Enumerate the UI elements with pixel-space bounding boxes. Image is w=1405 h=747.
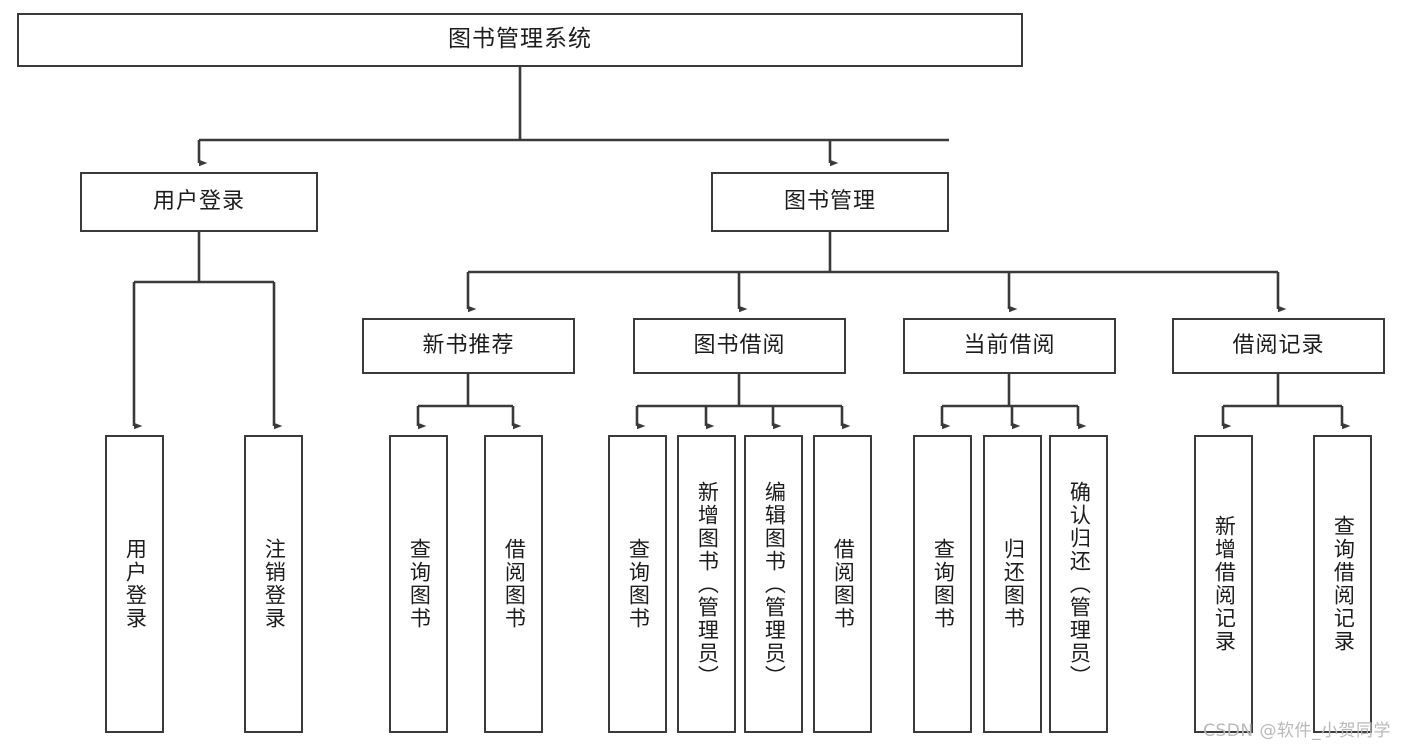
node-label: 查询图书 [407, 538, 432, 630]
node-leaf-add-book-admin[interactable]: 新增图书（管理员） [677, 435, 736, 733]
node-leaf-logout[interactable]: 注销登录 [244, 435, 303, 733]
node-leaf-borrow-books-recommend[interactable]: 借阅图书 [484, 435, 543, 733]
node-label: 借阅图书 [502, 538, 527, 630]
node-label: 归还图书 [1001, 538, 1026, 630]
node-root-system[interactable]: 图书管理系统 [17, 13, 1023, 67]
node-label: 查询借阅记录 [1331, 515, 1356, 653]
node-label: 确认归还（管理员） [1067, 480, 1092, 688]
node-leaf-query-books-borrow[interactable]: 查询图书 [608, 435, 667, 733]
node-leaf-confirm-return-admin[interactable]: 确认归还（管理员） [1049, 435, 1108, 733]
node-borrow-record[interactable]: 借阅记录 [1172, 318, 1385, 374]
node-label: 新书推荐 [422, 332, 515, 358]
watermark-text: CSDN @软件_小贺同学 [1203, 721, 1391, 741]
node-leaf-user-login[interactable]: 用户登录 [105, 435, 164, 733]
node-label: 图书管理 [783, 188, 876, 214]
node-label: 借阅记录 [1232, 332, 1325, 358]
node-user-login[interactable]: 用户登录 [80, 172, 318, 232]
node-new-book-recommend[interactable]: 新书推荐 [362, 318, 575, 374]
node-label: 用户登录 [152, 188, 245, 214]
node-label: 新增图书（管理员） [695, 480, 720, 688]
node-current-borrow[interactable]: 当前借阅 [903, 318, 1116, 374]
node-leaf-query-books-current[interactable]: 查询图书 [913, 435, 972, 733]
node-label: 图书借阅 [693, 332, 786, 358]
node-label: 图书管理系统 [448, 26, 592, 53]
node-leaf-query-books-recommend[interactable]: 查询图书 [389, 435, 448, 733]
node-leaf-borrow-books[interactable]: 借阅图书 [813, 435, 872, 733]
node-label: 查询图书 [931, 538, 956, 630]
node-label: 借阅图书 [831, 538, 856, 630]
node-leaf-edit-book-admin[interactable]: 编辑图书（管理员） [744, 435, 803, 733]
node-label: 编辑图书（管理员） [762, 480, 787, 688]
node-book-borrow[interactable]: 图书借阅 [633, 318, 846, 374]
node-label: 注销登录 [262, 538, 287, 630]
node-label: 当前借阅 [963, 332, 1056, 358]
node-leaf-query-borrow-record[interactable]: 查询借阅记录 [1313, 435, 1372, 733]
node-leaf-return-books[interactable]: 归还图书 [983, 435, 1042, 733]
node-label: 新增借阅记录 [1212, 515, 1237, 653]
node-label: 查询图书 [626, 538, 651, 630]
node-leaf-add-borrow-record[interactable]: 新增借阅记录 [1194, 435, 1253, 733]
node-book-management[interactable]: 图书管理 [711, 172, 949, 232]
node-label: 用户登录 [123, 538, 148, 630]
